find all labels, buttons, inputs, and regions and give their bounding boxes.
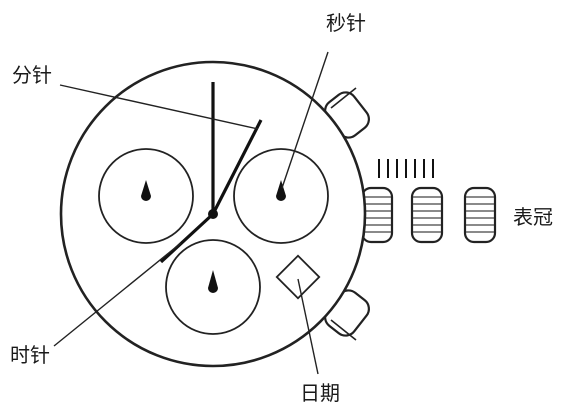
crown-position-0 xyxy=(360,186,394,244)
date-leader xyxy=(297,278,319,375)
hour-hand-label: 时针 xyxy=(10,343,50,367)
hour-hand xyxy=(159,212,215,264)
crown-position-2 xyxy=(463,186,497,244)
crown-position-1 xyxy=(410,186,444,244)
second-hand-angled xyxy=(211,119,263,215)
center-pin xyxy=(208,209,218,219)
crown-label: 表冠 xyxy=(513,205,553,229)
subdial-bottom xyxy=(165,239,261,335)
crown-tick-marks xyxy=(378,159,434,178)
second-hand-label: 秒针 xyxy=(326,11,366,35)
subdial-left xyxy=(98,148,194,244)
hour-hand-leader xyxy=(53,242,182,347)
date-label: 日期 xyxy=(300,381,340,405)
date-window xyxy=(275,254,321,300)
second-hand-leader xyxy=(281,51,329,189)
subdial-right xyxy=(233,148,329,244)
minute-hand-leader xyxy=(59,84,259,130)
minute-hand-label: 分针 xyxy=(12,63,52,87)
